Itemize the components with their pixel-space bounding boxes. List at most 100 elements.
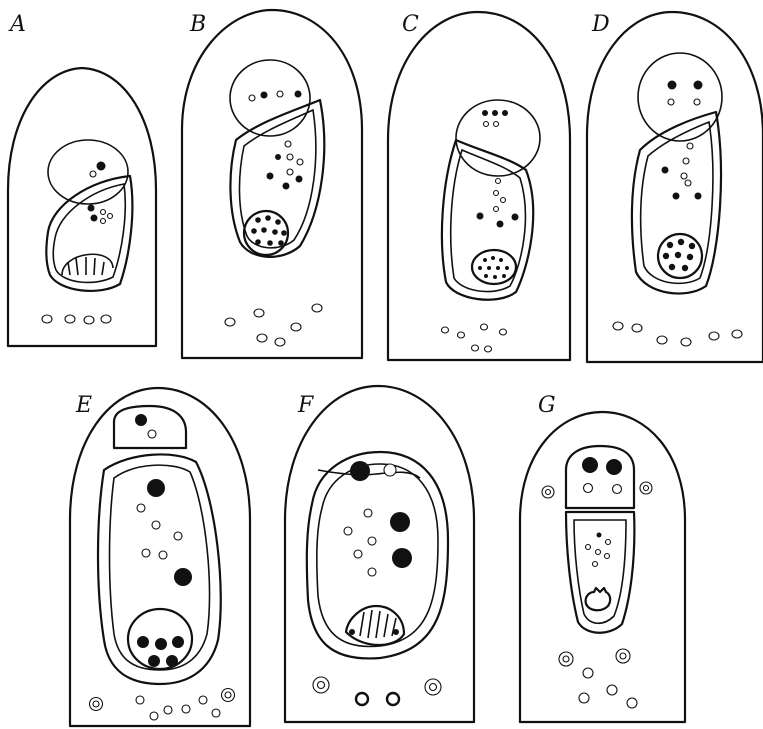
chalazal-cell-c-1	[442, 327, 449, 333]
antipode-c-2	[491, 256, 495, 260]
vacuole-a-1	[90, 171, 96, 177]
chalazal-cell-e-6	[212, 709, 220, 717]
vacuole-d-3	[687, 143, 693, 149]
antipode-d-2	[678, 239, 684, 245]
nucleus-d-4	[673, 193, 680, 200]
panel-e: E	[70, 388, 250, 726]
antipode-b-2	[265, 215, 271, 221]
vacuole-c-3	[496, 179, 501, 184]
ring-cell-f-2	[425, 679, 441, 695]
panel-b: B	[182, 10, 362, 358]
chalazal-cell-c-3	[481, 324, 488, 330]
apparatus-g	[586, 588, 611, 610]
vacuole-f-2	[364, 509, 372, 517]
panel-label-d: D	[591, 12, 610, 37]
antipode-b-8	[255, 239, 261, 245]
vacuole-c-1	[484, 122, 489, 127]
ovule-outline-b	[182, 10, 362, 358]
antipode-d-5	[675, 252, 681, 258]
vacuole-f-1	[384, 464, 396, 476]
vacuole-c-5	[501, 198, 506, 203]
chalazal-cell-d-4	[681, 338, 691, 346]
antipode-e-2	[155, 638, 167, 650]
ovule-outline-c	[388, 12, 570, 360]
nucleus-c-4	[477, 213, 484, 220]
nucleus-g-1	[582, 457, 598, 473]
vacuole-a-3	[108, 214, 113, 219]
chalazal-cell-d-5	[709, 332, 719, 340]
nucleus-e-2	[147, 479, 165, 497]
chalazal-cell-e-3	[164, 706, 172, 714]
vacuole-d-6	[685, 180, 691, 186]
panel-label-a: A	[8, 12, 26, 37]
antipodal-a-2	[65, 315, 75, 323]
nucleus-c-5	[497, 221, 504, 228]
vacuole-c-2	[494, 122, 499, 127]
chalazal-cell-d-6	[732, 330, 742, 338]
ring-cell-g-3	[559, 652, 573, 666]
chalazal-cell-e-5	[199, 696, 207, 704]
ovule-outline-g	[520, 412, 685, 722]
nucleus-b-6	[296, 176, 303, 183]
antipode-b-9	[267, 240, 273, 246]
vacuole-g-5	[596, 550, 601, 555]
antipode-d-7	[669, 264, 675, 270]
ring-cell-f-1	[313, 677, 329, 693]
vacuole-e-6	[159, 551, 167, 559]
chalazal-cell-g-1	[583, 668, 593, 678]
nucellar-cell-g	[566, 446, 634, 508]
vacuole-f-5	[354, 550, 362, 558]
nucleus-b-4	[267, 173, 274, 180]
antipode-d-8	[682, 265, 688, 271]
vacuole-g-6	[605, 554, 610, 559]
chalazal-cell-b-1	[225, 318, 235, 326]
nucleus-c-2	[492, 110, 498, 116]
nucleus-a-3	[91, 215, 98, 222]
panel-label-b: B	[189, 12, 206, 37]
antipode-c-10	[502, 274, 506, 278]
vacuole-f-3	[344, 527, 352, 535]
vacuole-d-5	[681, 173, 687, 179]
vacuole-b-5	[297, 159, 303, 165]
antipode-c-6	[496, 266, 500, 270]
panel-label-e: E	[75, 393, 92, 418]
antipodal-a-4	[101, 315, 111, 323]
nucleus-d-1	[668, 81, 677, 90]
vacuole-d-2	[694, 99, 700, 105]
chalazal-cell-g-2	[607, 685, 617, 695]
nucleus-c-3	[502, 110, 508, 116]
vacuole-g-3	[606, 540, 611, 545]
antipode-b-5	[261, 227, 267, 233]
vacuole-g-4	[586, 545, 591, 550]
nucleus-b-5	[283, 183, 290, 190]
embryo-sac-d	[632, 112, 721, 294]
nucleus-b-3	[275, 154, 281, 160]
antipode-b-1	[255, 217, 261, 223]
chalazal-cell-b-6	[275, 338, 285, 346]
nucleus-c-6	[512, 214, 519, 221]
vacuole-b-3	[285, 141, 291, 147]
chalazal-cell-e-1	[136, 696, 144, 704]
panel-d: D	[587, 12, 763, 362]
chalazal-cell-c-2	[458, 332, 465, 338]
chalazal-cell-d-1	[613, 322, 623, 330]
chalazal-cell-b-2	[254, 309, 264, 317]
antipode-b-6	[272, 229, 278, 235]
antipode-c-1	[483, 258, 487, 262]
chalazal-cell-c-4	[500, 329, 507, 335]
chalazal-cell-g-3	[579, 693, 589, 703]
antipodal-a-1	[42, 315, 52, 323]
ovule-outline-f	[285, 386, 474, 722]
antipode-c-9	[493, 275, 497, 279]
chalazal-cell-b-3	[312, 304, 322, 312]
ring-cell-g-4	[616, 649, 630, 663]
antipode-e-3	[172, 636, 184, 648]
vacuole-b-6	[287, 169, 293, 175]
panel-c: C	[388, 12, 570, 360]
ring-cell-g-1	[542, 486, 554, 498]
antipode-d-3	[689, 243, 695, 249]
nucleus-f-3	[392, 548, 412, 568]
antipode-d-4	[663, 253, 669, 259]
nucellar-cell-b	[230, 60, 310, 136]
